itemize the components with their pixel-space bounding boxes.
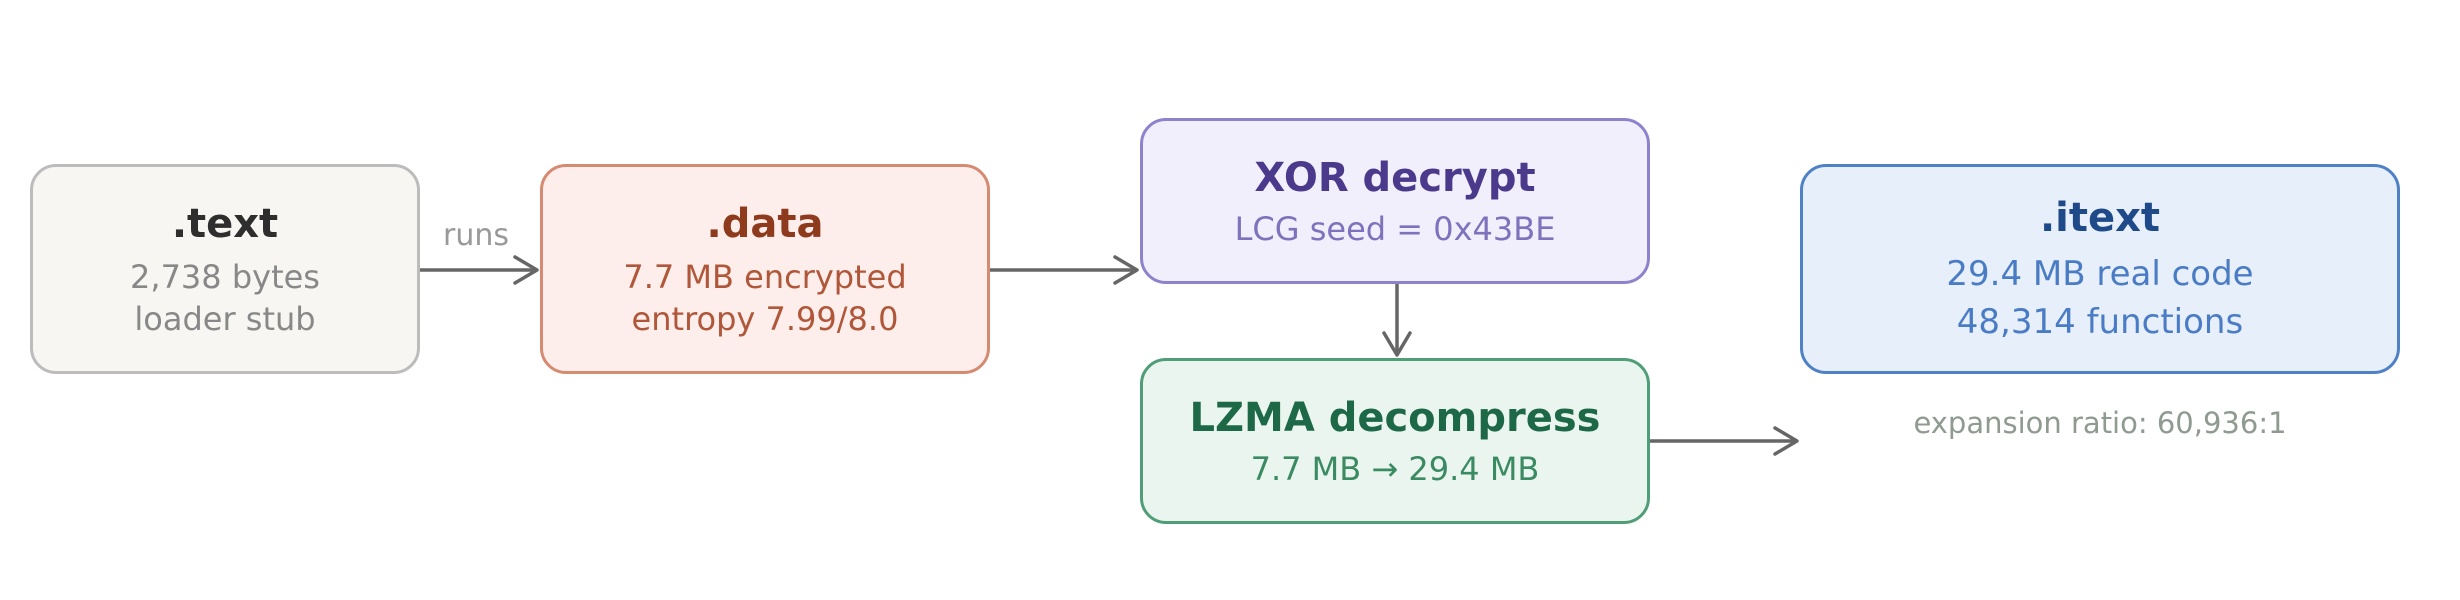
node-data-section: .data 7.7 MB encrypted entropy 7.99/8.0 xyxy=(540,164,990,374)
node-detail: 7.7 MB → 29.4 MB xyxy=(1250,450,1540,488)
edge-label-runs: runs xyxy=(443,218,509,253)
node-title: .text xyxy=(171,201,279,247)
node-text-section: .text 2,738 bytes loader stub xyxy=(30,164,420,374)
node-title: XOR decrypt xyxy=(1254,155,1536,201)
node-xor-decrypt: XOR decrypt LCG seed = 0x43BE xyxy=(1140,118,1650,284)
arrow-xor-to-lzma xyxy=(1382,284,1412,357)
node-detail: 2,738 bytes xyxy=(130,258,320,296)
node-detail: entropy 7.99/8.0 xyxy=(631,300,899,338)
node-title: LZMA decompress xyxy=(1189,395,1601,441)
node-detail: 7.7 MB encrypted xyxy=(623,258,907,296)
node-title: .data xyxy=(706,201,824,247)
node-lzma-decompress: LZMA decompress 7.7 MB → 29.4 MB xyxy=(1140,358,1650,524)
arrow-lzma-to-itext xyxy=(1650,426,1799,456)
node-detail: loader stub xyxy=(134,300,316,338)
arrow-text-to-data xyxy=(420,255,539,285)
node-title: .itext xyxy=(2039,195,2161,241)
arrow-data-to-xor xyxy=(990,255,1139,285)
node-itext-section: .itext 29.4 MB real code 48,314 function… xyxy=(1800,164,2400,374)
node-detail: 48,314 functions xyxy=(1956,302,2244,342)
node-detail: LCG seed = 0x43BE xyxy=(1234,210,1556,248)
expansion-ratio-note: expansion ratio: 60,936:1 xyxy=(1913,406,2287,440)
node-detail: 29.4 MB real code xyxy=(1946,254,2254,294)
